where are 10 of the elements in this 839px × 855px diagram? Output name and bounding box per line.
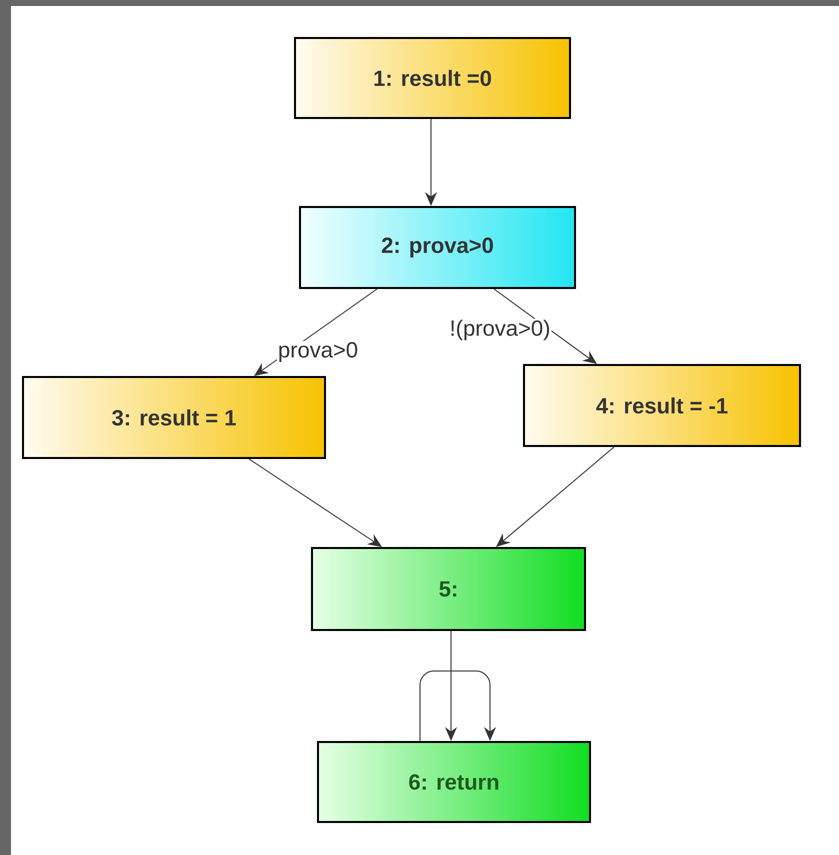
process-box: 5: [311,547,586,631]
arrow [496,446,614,547]
process-box: 4: result = -1 [523,364,801,447]
process-box: 2: prova>0 [299,206,576,289]
process-box: 6: return [317,741,591,823]
edge-label: prova>0 [279,342,358,362]
loop-arrow [420,670,496,742]
process-box: 3: result = 1 [22,376,326,459]
edge-label: !(prova>0) [452,320,550,340]
process-box: 1: result =0 [294,37,571,119]
